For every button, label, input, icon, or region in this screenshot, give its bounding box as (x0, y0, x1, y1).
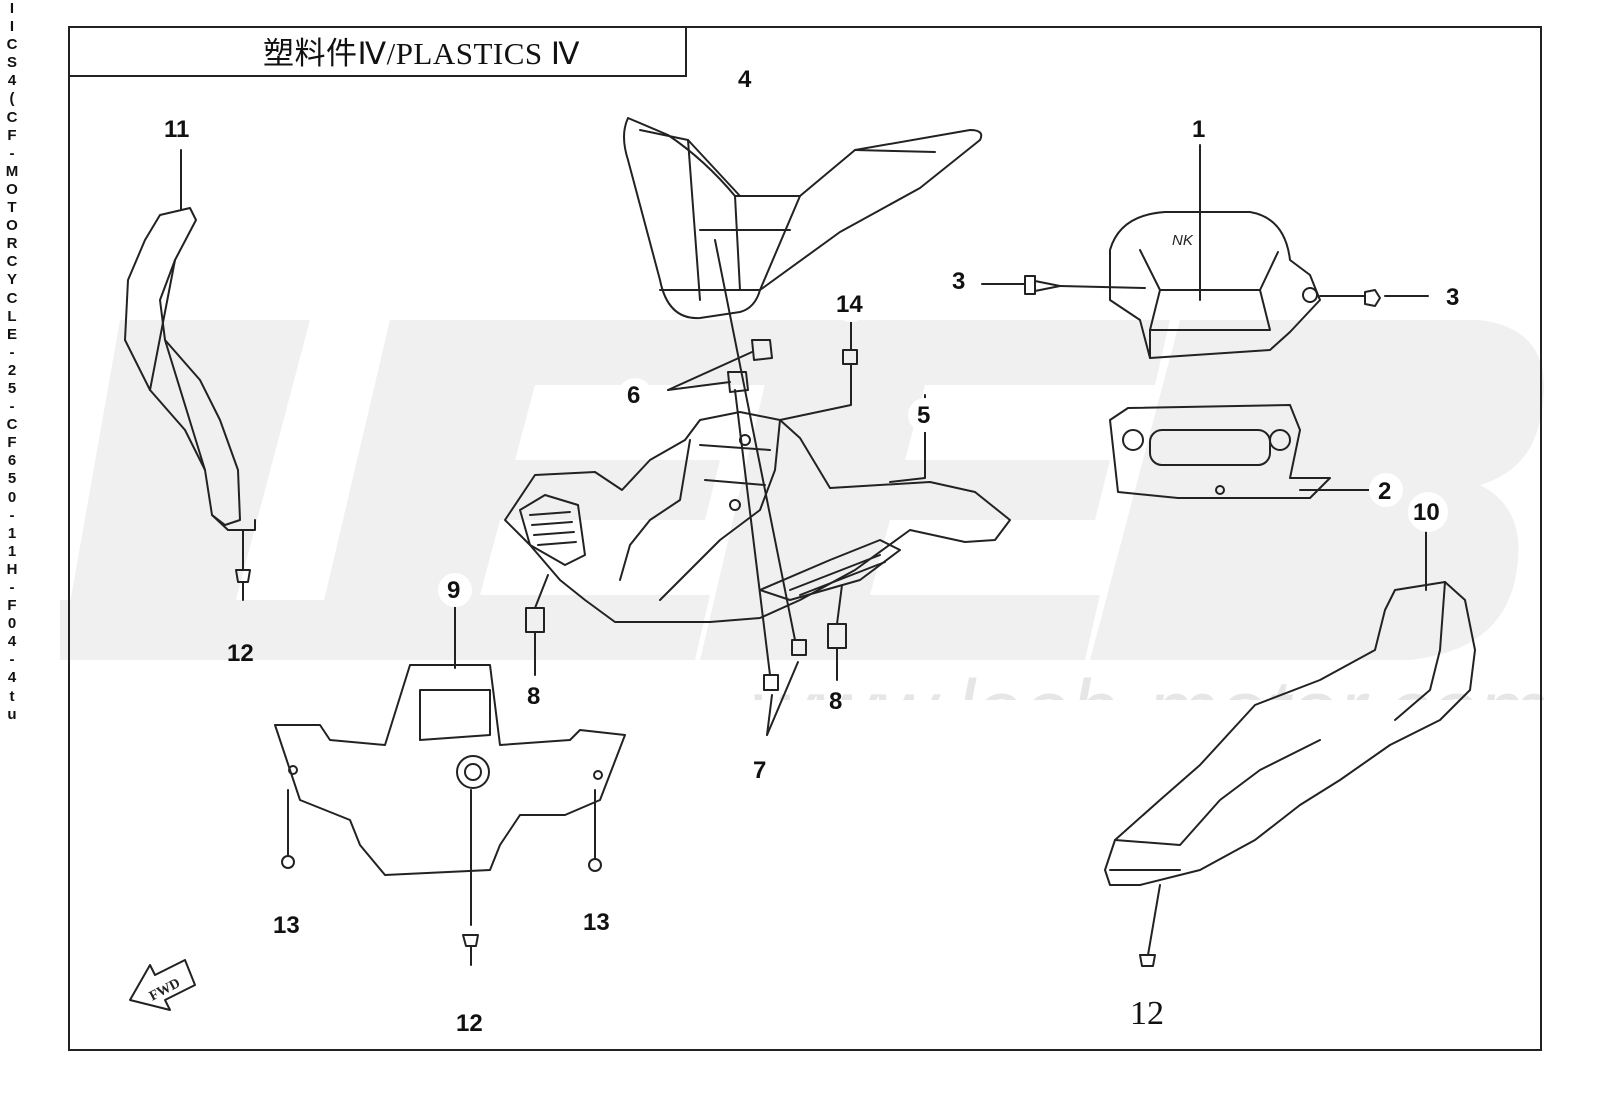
vertical-char: M (5, 162, 19, 180)
part-3-screw-left (981, 275, 1146, 295)
vertical-char: F (7, 597, 17, 615)
vertical-char: 2 (7, 361, 17, 379)
part-2-bracket (1109, 404, 1376, 499)
vertical-char: C (6, 416, 18, 434)
vertical-char: H (6, 560, 18, 578)
vertical-char: E (6, 325, 17, 343)
part-14-grommet (779, 321, 858, 421)
part-4-front-cover (623, 117, 983, 320)
vertical-char: - (9, 398, 15, 416)
vertical-char: O (6, 217, 18, 235)
vertical-char: I (9, 0, 15, 17)
vertical-char: - (9, 144, 15, 162)
callout-8-left: 8 (527, 683, 541, 710)
title-box: 塑料件Ⅳ/PLASTICS Ⅳ (68, 26, 687, 77)
leeb-watermark-logo: www.leeb-motor.com (60, 320, 1550, 700)
vertical-char: I (9, 18, 15, 36)
callout-3-left: 3 (952, 268, 966, 295)
callout-8-right: 8 (829, 688, 843, 715)
part-9-lower-cover (274, 604, 626, 966)
callout-7: 7 (753, 757, 767, 784)
callout-14: 14 (836, 291, 863, 318)
vertical-char: 5 (7, 379, 17, 397)
vertical-char: 6 (7, 452, 17, 470)
vertical-char: T (7, 199, 17, 217)
forward-arrow-icon: FWD (129, 959, 196, 1011)
callout-1: 1 (1192, 116, 1206, 143)
vertical-char: 0 (7, 488, 17, 506)
callout-13-right: 13 (583, 909, 610, 936)
vertical-char: 1 (7, 542, 17, 560)
vertical-char: Y (6, 271, 17, 289)
vertical-char: C (6, 36, 18, 54)
part-11-left-guard (124, 149, 256, 601)
vertical-char: u (7, 705, 17, 723)
vertical-char: 0 (7, 615, 17, 633)
callout-12-left: 12 (227, 640, 254, 667)
callout-2: 2 (1378, 478, 1392, 505)
part-10-right-guard (1104, 529, 1476, 967)
page-title: 塑料件Ⅳ/PLASTICS Ⅳ (262, 36, 581, 71)
vertical-char: S (6, 54, 17, 72)
vertical-char: - (9, 579, 15, 596)
callout-11: 11 (164, 116, 190, 143)
watermark-url: www.leeb-motor.com (750, 663, 1550, 700)
vertical-char: C (6, 289, 18, 307)
vertical-char: t (9, 687, 15, 705)
vertical-char: 4 (7, 72, 17, 90)
callout-10: 10 (1413, 499, 1440, 526)
vertical-char: - (9, 506, 15, 524)
vertical-char: ( (9, 90, 15, 108)
part-3-screw-right (1319, 289, 1429, 307)
part-8-nuts (525, 574, 847, 681)
vertical-char: O (6, 180, 18, 198)
vertical-char: 4 (7, 669, 17, 687)
callout-9: 9 (447, 577, 461, 604)
callout-5: 5 (917, 402, 931, 429)
callout-12-center: 12 (456, 1010, 483, 1037)
callout-6: 6 (627, 382, 641, 409)
vertical-char: 4 (7, 633, 17, 651)
part-1-instrument-cover: NK (1109, 211, 1321, 359)
vertical-char: C (6, 108, 18, 126)
vertical-char: 5 (7, 470, 17, 488)
callout-4: 4 (738, 66, 752, 93)
vertical-char: 1 (7, 524, 17, 542)
callout-13-left: 13 (273, 912, 300, 939)
vertical-char: - (9, 651, 15, 669)
part-6-clips (667, 339, 773, 393)
vertical-char: L (7, 307, 17, 325)
callout-12-right: 12 (1130, 995, 1164, 1032)
vertical-char: F (7, 434, 17, 452)
diagram-frame (68, 26, 1542, 1051)
vertical-char: F (7, 126, 17, 144)
vertical-char: - (9, 343, 15, 361)
vertical-char: R (6, 235, 18, 253)
vertical-char: C (6, 253, 18, 271)
part-7-screws (714, 239, 807, 736)
callout-3-right: 3 (1446, 284, 1460, 311)
svg-text:NK: NK (1172, 232, 1194, 249)
